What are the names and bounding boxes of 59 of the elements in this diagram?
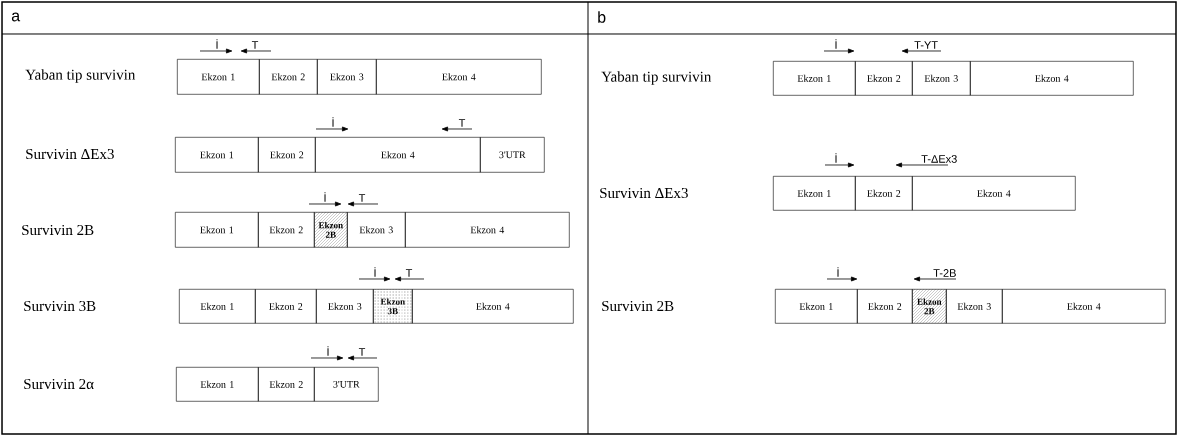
primer-label: İ: [324, 192, 326, 202]
isoform-label: Yaban tip survivin: [25, 69, 136, 83]
exon-box: Ekzon 3: [317, 59, 377, 95]
primer-label: T: [251, 41, 259, 49]
primer-label: İ: [835, 153, 837, 163]
isoform-label: Survivin 2B: [602, 300, 674, 312]
primer-label: T-YT: [914, 41, 938, 49]
isoform-label: Survivin ΔEx3: [26, 148, 114, 160]
exon-box: Ekzon 2: [258, 137, 316, 173]
exon-box: Ekzon 2: [258, 212, 315, 248]
exon-box: Ekzon 1: [773, 176, 856, 211]
exon-box: Ekzon 2B: [912, 289, 947, 324]
exon-box: Ekzon 3B: [373, 289, 413, 324]
primer-label: İ: [835, 39, 837, 49]
exon-box: Ekzon 2: [255, 289, 317, 324]
isoform-label: Survivin 2B: [22, 224, 94, 236]
primer-label: T: [405, 269, 413, 277]
primer-label: İ: [216, 39, 218, 49]
exon-box: Ekzon 1: [175, 212, 259, 248]
exon-box: Ekzon 2: [855, 176, 913, 211]
exon-box: Ekzon 1: [773, 61, 856, 96]
exon-box: Ekzon 1: [179, 289, 256, 324]
exon-box: 3'UTR: [314, 367, 379, 402]
exon-box: Ekzon 4: [1002, 289, 1166, 324]
exon-box: Ekzon 3: [946, 289, 1003, 324]
primer-label: T-ΔEx3: [921, 155, 957, 163]
exon-box: Ekzon 4: [405, 212, 570, 248]
isoform-label: Survivin 3B: [24, 300, 96, 312]
exon-box: Ekzon 4: [412, 289, 574, 324]
primer-label: İ: [327, 346, 329, 356]
exon-box: Ekzon 3: [912, 61, 971, 96]
exon-box: Ekzon 2: [258, 367, 315, 402]
exon-box: Ekzon 1: [775, 289, 858, 324]
primer-label: İ: [837, 267, 839, 277]
exon-box: Ekzon 1: [177, 59, 260, 95]
primer-label: T-2B: [933, 269, 956, 277]
exon-box: Ekzon 2: [855, 61, 913, 96]
exon-box: Ekzon 4: [376, 59, 542, 95]
panel-letter: a: [11, 12, 21, 22]
isoform-label: Survivin ΔEx3: [600, 187, 688, 199]
primer-label: İ: [374, 267, 376, 277]
exon-box: Ekzon 4: [912, 176, 1076, 211]
exon-box: Ekzon 1: [175, 137, 259, 173]
isoform-label: Yaban tip survivin: [601, 71, 712, 85]
exon-box: Ekzon 1: [176, 367, 259, 402]
exon-box: Ekzon 2: [259, 59, 318, 95]
panel-letter: b: [598, 11, 606, 23]
primer-label: T: [358, 194, 366, 202]
primer-label: T: [358, 348, 366, 356]
exon-box: 3'UTR: [480, 137, 545, 173]
exon-box: Ekzon 4: [970, 61, 1134, 96]
exon-box: Ekzon 3: [316, 289, 374, 324]
isoform-label: Survivin 2α: [24, 378, 94, 390]
exon-box: Ekzon 2B: [314, 212, 348, 248]
primer-label: T: [458, 119, 466, 127]
primer-label: İ: [332, 117, 334, 127]
exon-box: Ekzon 3: [347, 212, 406, 248]
exon-box: Ekzon 4: [315, 137, 481, 173]
exon-box: Ekzon 2: [857, 289, 913, 324]
